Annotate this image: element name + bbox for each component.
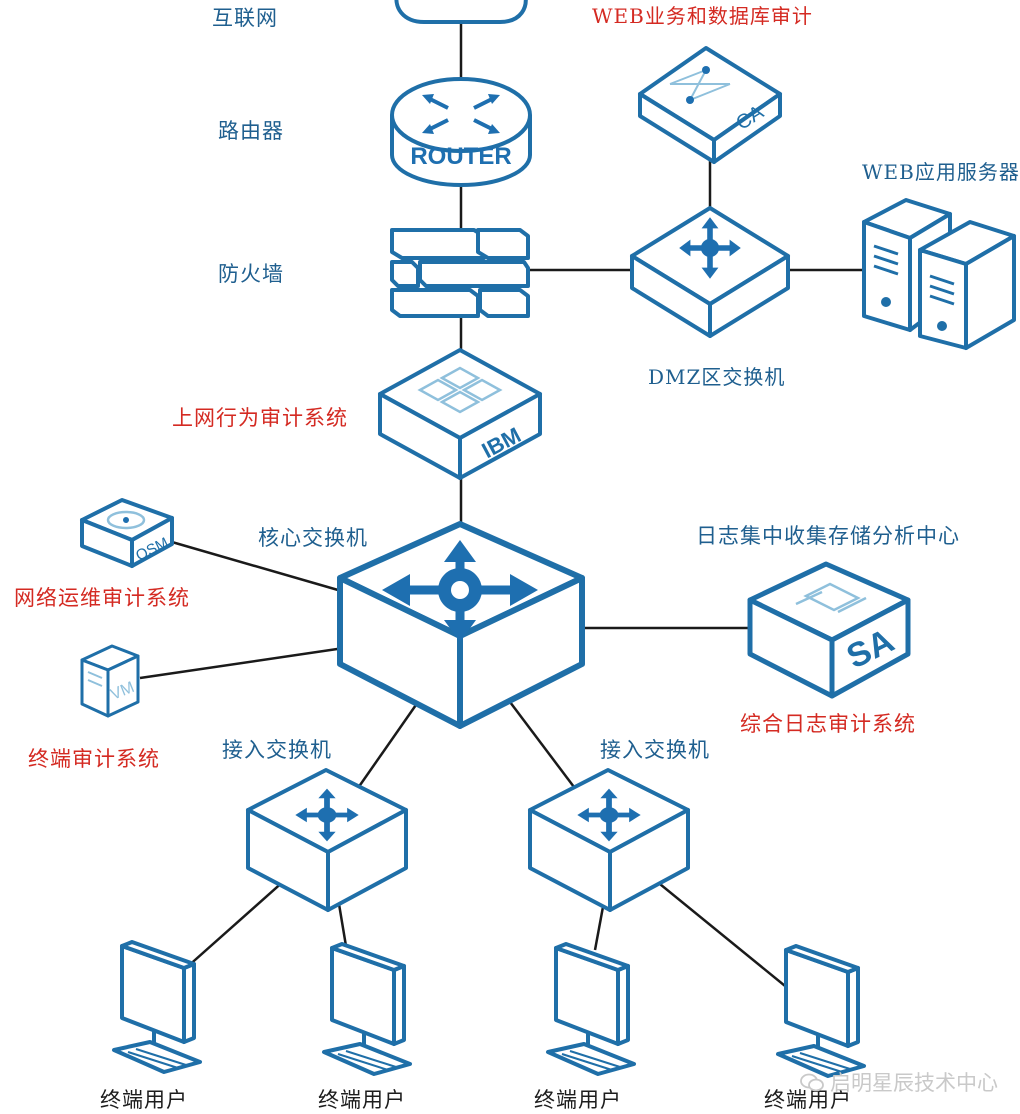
label-internet: 互联网 xyxy=(212,6,278,30)
connections xyxy=(139,20,862,991)
label-log-audit: 综合日志审计系统 xyxy=(740,712,916,736)
label-web-servers: WEB应用服务器 xyxy=(862,160,1020,184)
link-core-access-left xyxy=(356,701,420,789)
osm-appliance-icon: OSM xyxy=(80,498,174,568)
label-web-db-audit: WEB业务和数据库审计 xyxy=(592,4,813,28)
label-user-3: 终端用户 xyxy=(534,1088,622,1112)
access-switch-right-icon xyxy=(528,768,690,912)
label-internet-audit: 上网行为审计系统 xyxy=(172,406,348,430)
web-servers-icon xyxy=(862,198,1016,350)
computer-icon xyxy=(776,944,866,1078)
label-network-ops-audit: 网络运维审计系统 xyxy=(14,586,190,610)
link-access-left-user1 xyxy=(185,879,286,969)
computer-icon xyxy=(322,942,412,1076)
ca-server-icon: CA xyxy=(638,46,782,164)
firewall-icon xyxy=(390,228,530,318)
label-log-center: 日志集中收集存储分析中心 xyxy=(696,524,960,548)
computer-icon xyxy=(546,942,636,1076)
watermark: 启明星辰技术中心 xyxy=(800,1067,998,1097)
watermark-text: 启明星辰技术中心 xyxy=(830,1071,998,1095)
core-switch-icon xyxy=(337,521,585,729)
router-icon: ROUTER xyxy=(390,77,532,187)
label-access-switch-left: 接入交换机 xyxy=(222,738,332,762)
vm-terminal-icon: VM xyxy=(80,644,140,718)
label-firewall: 防火墙 xyxy=(218,262,284,286)
label-terminal-audit: 终端审计系统 xyxy=(28,747,160,771)
label-core-switch: 核心交换机 xyxy=(258,526,368,550)
internet-audit-appliance-icon: IBM xyxy=(378,348,542,480)
access-switch-left-icon xyxy=(246,768,408,912)
link-osm-core xyxy=(164,538,339,592)
wechat-icon xyxy=(800,1073,824,1092)
computer-icon xyxy=(112,940,202,1074)
link-vm-core xyxy=(139,646,345,680)
label-router: 路由器 xyxy=(218,119,284,143)
link-access-right-user4 xyxy=(654,879,791,991)
label-user-1: 终端用户 xyxy=(100,1088,188,1112)
sa-log-appliance-icon: SA xyxy=(747,561,911,699)
label-user-2: 终端用户 xyxy=(318,1088,406,1112)
label-access-switch-right: 接入交换机 xyxy=(600,738,710,762)
cloud-icon xyxy=(394,0,528,24)
label-dmz-switch: DMZ区交换机 xyxy=(648,365,786,389)
link-core-access-right xyxy=(509,701,581,796)
label-user-4: 终端用户 xyxy=(764,1088,852,1112)
dmz-switch-icon xyxy=(630,206,790,338)
router-device-text: ROUTER xyxy=(410,143,511,170)
